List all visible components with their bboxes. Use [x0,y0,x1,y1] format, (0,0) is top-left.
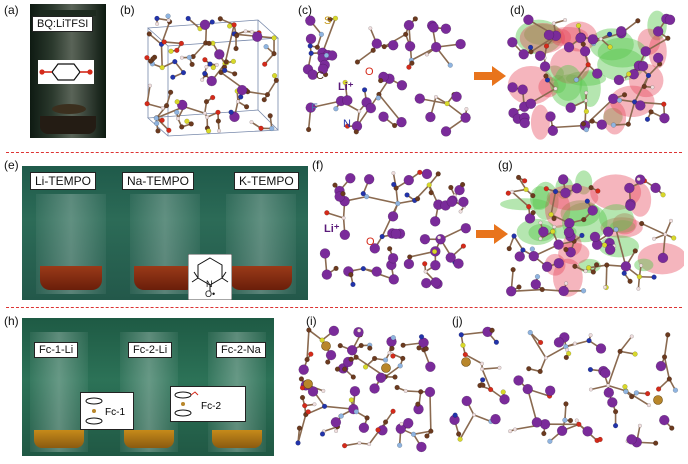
inset-fc-2: Fc-2 [170,386,246,422]
inset-fc-2-label: Fc-2 [201,401,221,412]
inset-fc-1: Fc-1 [80,392,134,430]
atom-label-c: C [316,70,324,82]
tempo-structure [188,254,232,300]
atom-label-li-f: Li⁺ [324,223,340,235]
tag-fc-2-li: Fc-2-Li [128,342,173,358]
panel-label-i: (i) [306,314,317,328]
atom-label-f: F [311,102,318,114]
molecular-isosurface-d [507,10,676,140]
atom-label-o-f: O [366,236,375,248]
panel-label-d: (d) [510,3,525,17]
divider-row-1 [6,152,682,153]
panel-label-c: (c) [298,3,312,17]
tag-li-tempo: Li-TEMPO [30,172,97,190]
molecular-box-b [144,13,279,137]
panel-label-b: (b) [120,3,135,17]
panel-label-a: (a) [4,3,19,17]
atom-label-s: S [324,15,332,27]
tag-fc-2-na: Fc-2-Na [216,342,266,358]
molecular-chain-j [449,326,679,448]
tag-bq-litfsi: BQ:LiTFSI [32,16,94,32]
molecular-cluster-f [319,168,472,290]
inset-fc-1-label: Fc-1 [105,407,125,418]
ferrocene-icon-1 [85,397,103,425]
tag-k-tempo: K-TEMPO [234,172,299,190]
molecular-cluster-i [295,325,436,453]
panel-label-f: (f) [312,158,324,172]
arrow-f-to-g [476,224,508,244]
divider-row-2 [6,307,682,308]
benzoquinone-structure [38,60,94,84]
atom-label-n: N [343,118,351,130]
panel-label-h: (h) [4,314,19,328]
panel-label-e: (e) [4,158,19,172]
tag-fc-1-li: Fc-1-Li [34,342,79,358]
tempo-n-label: N [206,279,213,289]
tag-na-tempo: Na-TEMPO [122,172,195,190]
tempo-o-label: O• [205,289,216,299]
arrow-c-to-d [474,66,506,86]
panel-label-g: (g) [498,158,513,172]
molecular-isosurface-g [500,170,684,297]
molecular-cluster-c [302,15,471,137]
atom-label-o: O [365,66,374,78]
atom-label-li: Li⁺ [338,81,354,93]
panel-label-j: (j) [452,314,463,328]
ferrocene-icon-2 [174,391,199,417]
